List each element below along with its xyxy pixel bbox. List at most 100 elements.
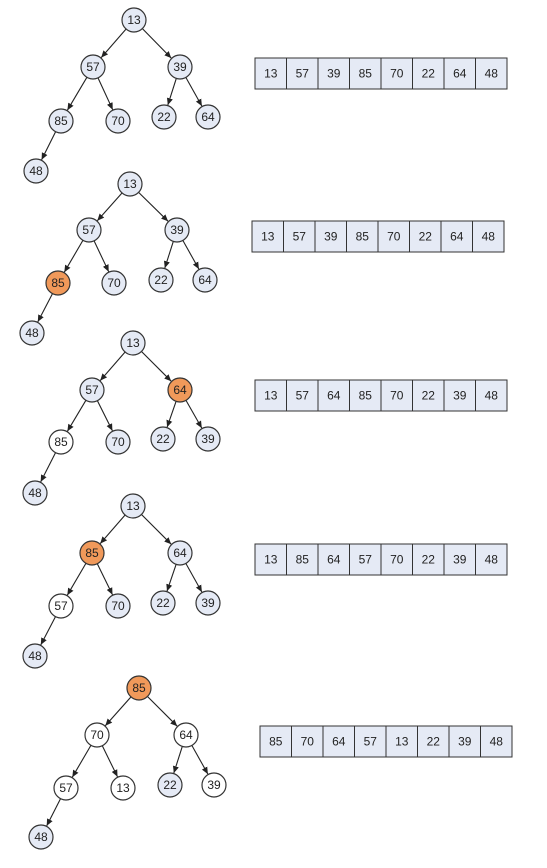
tree-node-circle (167, 54, 193, 80)
tree-edge (104, 696, 132, 727)
array-cell: 64 (443, 57, 476, 90)
tree-node-circle (157, 772, 183, 798)
tree-node-circle (48, 429, 74, 455)
array-cell-value: 85 (269, 735, 283, 749)
tree-node-label: 13 (116, 781, 130, 795)
array-cell: 22 (412, 379, 445, 412)
tree-node-label: 64 (179, 728, 193, 742)
tree-node-circle (45, 270, 71, 296)
tree-node-circle (101, 270, 127, 296)
tree-edge (46, 798, 61, 827)
tree-node-label: 57 (86, 60, 100, 74)
tree-edge (97, 77, 114, 110)
array-cell-box (377, 220, 410, 253)
tree-edge (40, 452, 56, 483)
tree-node-label: 64 (198, 273, 212, 287)
array-cell-box (286, 379, 319, 412)
array-cell-value: 85 (359, 67, 373, 81)
tree-node-label: 39 (201, 432, 215, 446)
tree-node-label: 39 (173, 60, 187, 74)
tree-node: 57 (53, 775, 79, 801)
tree-node-label: 85 (54, 114, 68, 128)
array-cell-box (254, 379, 287, 412)
tree-node-label: 39 (207, 778, 221, 792)
tree-node-label: 85 (51, 276, 65, 290)
tree-node-circle (120, 493, 146, 519)
array-cell-value: 39 (324, 230, 338, 244)
tree-node: 22 (151, 104, 177, 130)
array-cell-value: 57 (359, 553, 373, 567)
tree-node-circle (48, 593, 74, 619)
tree-node-circle (105, 593, 131, 619)
tree-edge (96, 400, 113, 432)
array-cell-box (412, 57, 445, 90)
tree-node-circle (121, 7, 147, 33)
array-cell: 39 (317, 57, 350, 90)
array-cell-value: 57 (296, 389, 310, 403)
array-cell-value: 64 (450, 230, 464, 244)
tree-node-label: 64 (201, 110, 215, 124)
tree-node: 22 (150, 426, 176, 452)
tree-edge (100, 28, 127, 58)
array-cell: 39 (443, 543, 476, 576)
array-cell-value: 48 (485, 553, 499, 567)
tree-node: 70 (101, 270, 127, 296)
tree-node-circle (23, 158, 49, 184)
array-cell-value: 70 (301, 735, 315, 749)
array-cell: 48 (475, 379, 508, 412)
tree-node: 85 (48, 108, 74, 134)
tree-node: 48 (28, 824, 54, 850)
tree-node: 13 (120, 330, 146, 356)
tree-edge (147, 696, 178, 727)
tree-node-circle (28, 824, 54, 850)
tree-node: 22 (150, 590, 176, 616)
tree-node-label: 48 (34, 830, 48, 844)
tree-node-circle (117, 171, 143, 197)
array-cell: 39 (448, 725, 481, 758)
array-cell: 64 (317, 379, 350, 412)
array-cell: 39 (314, 220, 347, 253)
tree-node: 48 (23, 158, 49, 184)
tree-node-label: 22 (154, 273, 168, 287)
array-cell-value: 22 (422, 389, 436, 403)
tree-edge (141, 351, 172, 382)
tree-node-label: 70 (90, 728, 104, 742)
tree-node: 13 (120, 493, 146, 519)
tree-edge (172, 746, 183, 774)
array-cell: 13 (254, 379, 287, 412)
array-cell-value: 39 (458, 735, 472, 749)
tree-node-label: 64 (173, 546, 187, 560)
array-cell-value: 48 (485, 389, 499, 403)
array-cell: 48 (475, 543, 508, 576)
tree-node-circle (19, 320, 45, 346)
tree-node-circle (195, 590, 221, 616)
tree-edge (185, 77, 203, 107)
array-cell: 22 (409, 220, 442, 253)
array-cell: 57 (283, 220, 316, 253)
array-cell-box (354, 725, 387, 758)
tree-node-circle (84, 722, 110, 748)
tree-node: 13 (117, 171, 143, 197)
array-cell: 70 (291, 725, 324, 758)
tree-node: 22 (157, 772, 183, 798)
array-cell-box (380, 379, 413, 412)
tree-node: 39 (201, 772, 227, 798)
array-cell: 13 (385, 725, 418, 758)
array-cell: 48 (475, 57, 508, 90)
tree-node-label: 13 (126, 336, 140, 350)
array-cell: 22 (412, 543, 445, 576)
tree-node-label: 57 (85, 383, 99, 397)
tree-node-circle (53, 775, 79, 801)
array-cell-value: 39 (453, 389, 467, 403)
tree-node: 48 (19, 320, 45, 346)
tree-node: 64 (167, 540, 193, 566)
array-cell: 70 (380, 379, 413, 412)
tree-node: 57 (76, 217, 102, 243)
array-cell: 85 (349, 379, 382, 412)
tree-node: 57 (79, 377, 105, 403)
array-cell-box (286, 57, 319, 90)
array-cell-box (412, 543, 445, 576)
